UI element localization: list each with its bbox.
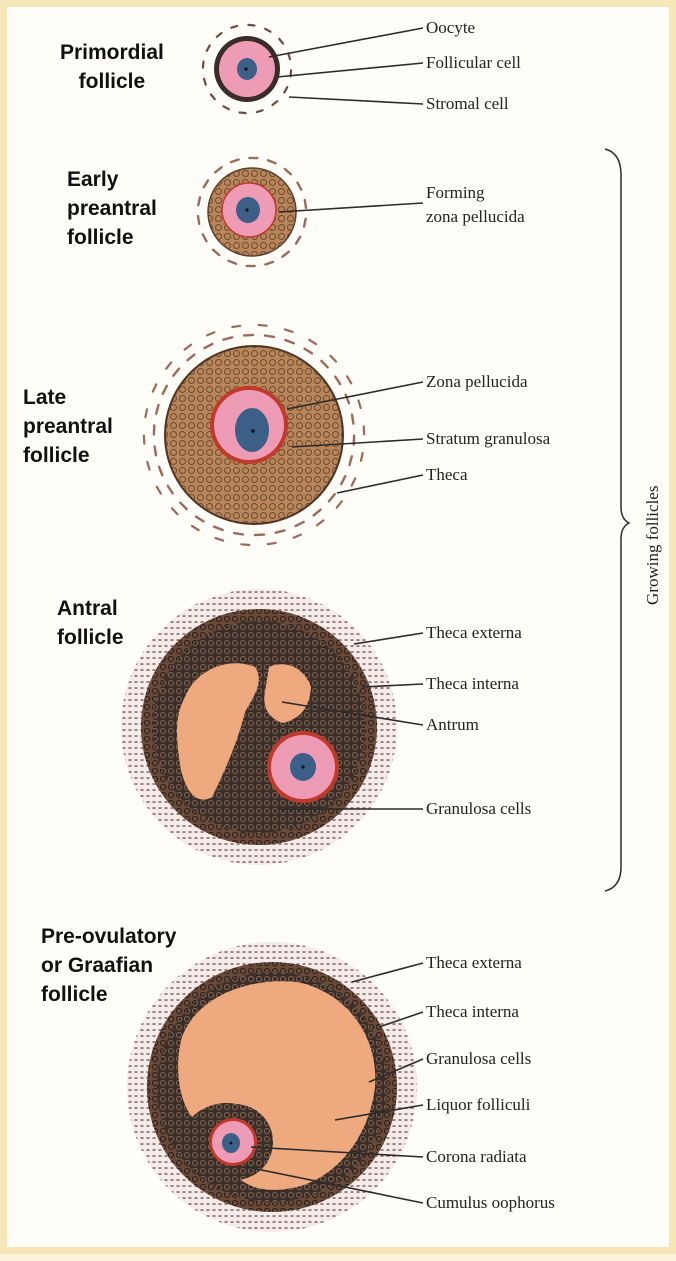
title-late-preantral-follicle: Late preantral follicle bbox=[23, 383, 113, 470]
label-theca: Theca bbox=[426, 465, 468, 485]
label-zona-pellucida: Zona pellucida bbox=[426, 372, 528, 392]
title-graafian-follicle: Pre-ovulatory or Graafian follicle bbox=[41, 922, 176, 1009]
label-stratum-granulosa: Stratum granulosa bbox=[426, 429, 550, 449]
label-liquor-folliculi: Liquor folliculi bbox=[426, 1095, 530, 1115]
label-theca-externa: Theca externa bbox=[426, 953, 522, 973]
label-theca-interna: Theca interna bbox=[426, 1002, 519, 1022]
label-granulosa-cells: Granulosa cells bbox=[426, 1049, 531, 1069]
label-theca-externa: Theca externa bbox=[426, 623, 522, 643]
title-primordial-follicle: Primordial follicle bbox=[60, 38, 164, 96]
label-corona-radiata: Corona radiata bbox=[426, 1147, 527, 1167]
title-early-preantral-follicle: Early preantral follicle bbox=[67, 165, 157, 252]
primordial-follicle-drawing bbox=[203, 25, 291, 113]
late-preantral-follicle-drawing bbox=[144, 325, 364, 545]
label-follicular-cell: Follicular cell bbox=[426, 53, 521, 73]
antral-follicle-drawing bbox=[121, 589, 397, 865]
label-cumulus-oophorus: Cumulus oophorus bbox=[426, 1193, 555, 1213]
label-stromal-cell: Stromal cell bbox=[426, 94, 509, 114]
label-antrum: Antrum bbox=[426, 715, 479, 735]
title-antral-follicle: Antral follicle bbox=[57, 594, 124, 652]
growing-follicles-bracket bbox=[605, 149, 629, 891]
label-theca-interna: Theca interna bbox=[426, 674, 519, 694]
growing-follicles-label: Growing follicles bbox=[643, 486, 663, 605]
label-forming-zona-pellucida: Forming zona pellucida bbox=[426, 181, 525, 229]
label-granulosa-cells: Granulosa cells bbox=[426, 799, 531, 819]
label-oocyte: Oocyte bbox=[426, 18, 475, 38]
